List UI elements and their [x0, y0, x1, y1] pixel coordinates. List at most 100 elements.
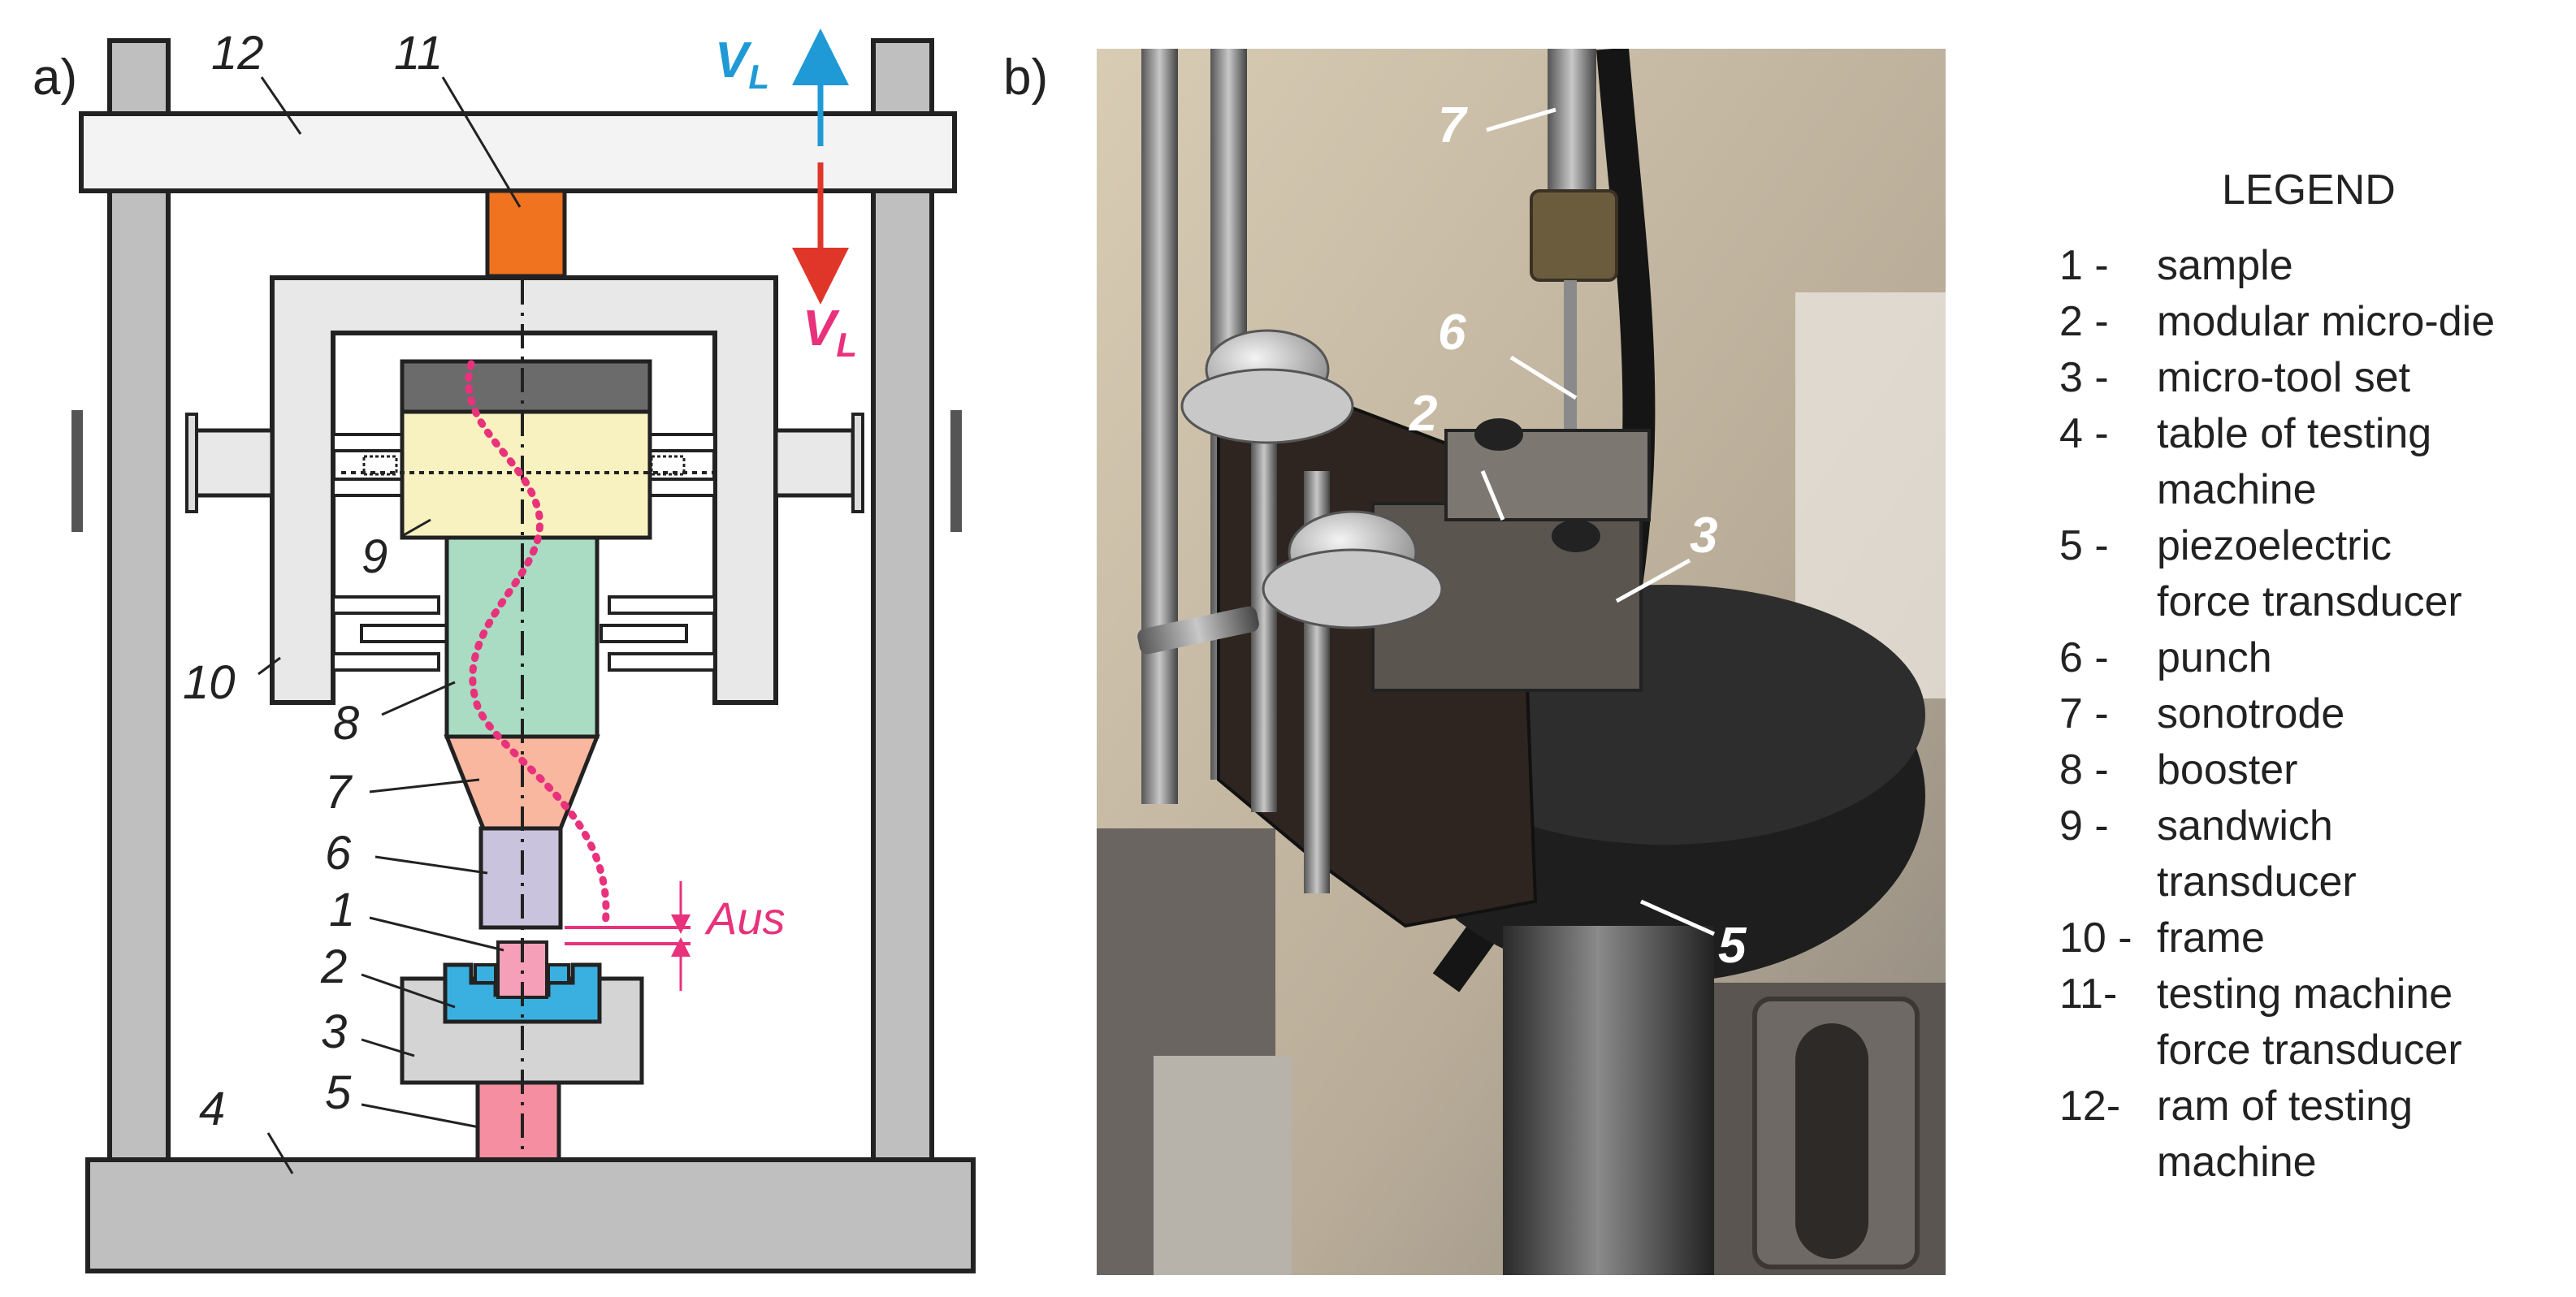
legend-item-text: sandwich transducer: [2157, 802, 2357, 906]
photo-label-6: 6: [1438, 305, 1466, 361]
right-upper-mount: [773, 428, 855, 498]
legend-item-number: 1 -: [2059, 242, 2109, 289]
right-clamp-ring-1: [640, 433, 717, 452]
left-guide-bar: [71, 410, 83, 532]
label-1: 1: [329, 884, 355, 936]
legend-item: 11- testing machine force transducer: [2059, 966, 2571, 1079]
right-clamp-ring-2: [640, 478, 717, 497]
left-upper-plate: [185, 413, 198, 513]
label-12: 12: [211, 27, 264, 80]
legend-item-number: 5 -: [2059, 522, 2109, 569]
panel-b-label: b): [1003, 50, 1049, 106]
label-6: 6: [325, 827, 352, 880]
legend-item: 5 - piezoelectric force transducer: [2059, 518, 2571, 630]
legend-title: LEGEND: [2222, 166, 2396, 214]
testing-machine-force-transducer: [485, 188, 567, 279]
right-column: [871, 38, 934, 1164]
legend-item: 2 - modular micro-die: [2059, 294, 2571, 350]
legend-item-text: frame: [2157, 914, 2265, 962]
die-insert-right: [547, 963, 570, 984]
legend-item-number: 11-: [2059, 971, 2118, 1018]
leader-lines: [258, 76, 522, 1174]
legend-item-text: sonotrode: [2157, 690, 2345, 737]
legend-item: 10 - frame: [2059, 910, 2571, 966]
photo-piezo-column: [1503, 926, 1714, 1275]
left-bolt: [362, 455, 398, 476]
left-upper-mount: [193, 428, 275, 498]
legend-item: 8 -booster: [2059, 742, 2571, 798]
photo-bolt-2-washer: [1262, 548, 1444, 629]
legend-item-text: piezoelectric force transducer: [2157, 522, 2462, 625]
ultrasonic-wave: [465, 360, 610, 930]
photo-label-5: 5: [1718, 918, 1747, 974]
legend-item-number: 4 -: [2059, 410, 2109, 457]
label-8: 8: [333, 697, 359, 750]
velocity-up-label: VL: [715, 32, 769, 96]
legend-item-number: 10 -: [2059, 914, 2132, 962]
legend-item-number: 7 -: [2059, 690, 2109, 737]
sandwich-transducer-top: [400, 359, 652, 414]
schematic-diagram: Aus VL VL 12 11 10 9 8 7 6 1 2 3 4 5: [71, 27, 976, 1273]
label-9: 9: [362, 530, 387, 583]
photo-screw-stub: [1137, 606, 1259, 655]
left-column: [107, 38, 171, 1164]
velocity-down-label: VL: [803, 300, 857, 364]
photo-label-7: 7: [1438, 97, 1468, 153]
right-lower-ring-2: [600, 624, 688, 643]
label-3: 3: [321, 1005, 347, 1058]
label-10: 10: [183, 656, 236, 709]
amplitude-label: Aus: [704, 893, 786, 944]
photo-bolt-1-washer: [1180, 368, 1354, 444]
legend-item-number: 2 -: [2059, 298, 2109, 345]
legend-item: 7 - sonotrode: [2059, 686, 2571, 742]
legend-item-number: 9 -: [2059, 802, 2109, 850]
legend-item-text: ram of testing machine: [2157, 1083, 2414, 1186]
label-11: 11: [394, 27, 443, 80]
legend-item-number: 3 -: [2059, 354, 2109, 401]
legend-item-text: testing machine force transducer: [2157, 971, 2462, 1074]
photo-label-3: 3: [1690, 508, 1717, 564]
legend-item: 9 - sandwich transducer: [2059, 798, 2571, 910]
right-guide-bar: [950, 410, 962, 532]
label-2: 2: [320, 940, 347, 993]
left-lower-ring-2: [360, 624, 448, 643]
legend-item-text: modular micro-die: [2157, 298, 2496, 345]
die-insert-left: [474, 963, 497, 984]
legend-item: 4 - table of testing machine: [2059, 406, 2571, 518]
photo-sonotrode-nut: [1530, 189, 1618, 282]
ram: [79, 111, 957, 193]
left-clamp-ring-2: [331, 478, 408, 497]
legend-item-text: booster: [2157, 746, 2298, 793]
legend: LEGEND 1 - sample 2 - modular micro-die 3 - m…: [2059, 162, 2571, 1191]
legend-item-text: table of testing machine: [2157, 410, 2432, 513]
photo-label-2: 2: [1409, 386, 1437, 442]
photo-small-screw-1: [1474, 418, 1523, 451]
legend-item: 3 - micro-tool set: [2059, 350, 2571, 406]
legend-item-text: sample: [2157, 242, 2293, 289]
legend-item: 1 - sample: [2059, 238, 2571, 294]
legend-item-text: micro-tool set: [2157, 354, 2411, 401]
panel-a-label: a): [32, 50, 78, 106]
experimental-setup-photo: 7 6 2 3 5: [1097, 49, 1946, 1275]
photo-die-block-top: [1444, 429, 1651, 521]
label-7: 7: [325, 766, 353, 819]
photo-labels: 7 6 2 3 5: [1409, 97, 1747, 974]
right-lower-ring-1: [608, 595, 717, 615]
right-upper-plate: [851, 413, 864, 513]
left-lower-ring-3: [331, 652, 440, 672]
left-lower-ring-1: [331, 595, 440, 615]
photo-slot: [1795, 1023, 1868, 1259]
photo-light-block: [1154, 1056, 1292, 1275]
photo-leader-lines: [1480, 107, 1716, 936]
photo-small-screw-2: [1552, 520, 1600, 552]
photo-sonotrode: [1548, 49, 1596, 191]
legend-item-number: 6 -: [2059, 634, 2109, 681]
right-lower-ring-3: [608, 652, 717, 672]
legend-item-number: 12-: [2059, 1083, 2121, 1130]
legend-item: 12- ram of testing machine: [2059, 1079, 2571, 1191]
legend-item: 6 -punch: [2059, 630, 2571, 686]
sandwich-transducer: [400, 409, 652, 540]
label-5: 5: [325, 1066, 352, 1119]
part-labels: 12 11 10 9 8 7 6 1 2 3 4 5: [183, 27, 443, 1135]
guide-rod-left: [1141, 49, 1178, 804]
